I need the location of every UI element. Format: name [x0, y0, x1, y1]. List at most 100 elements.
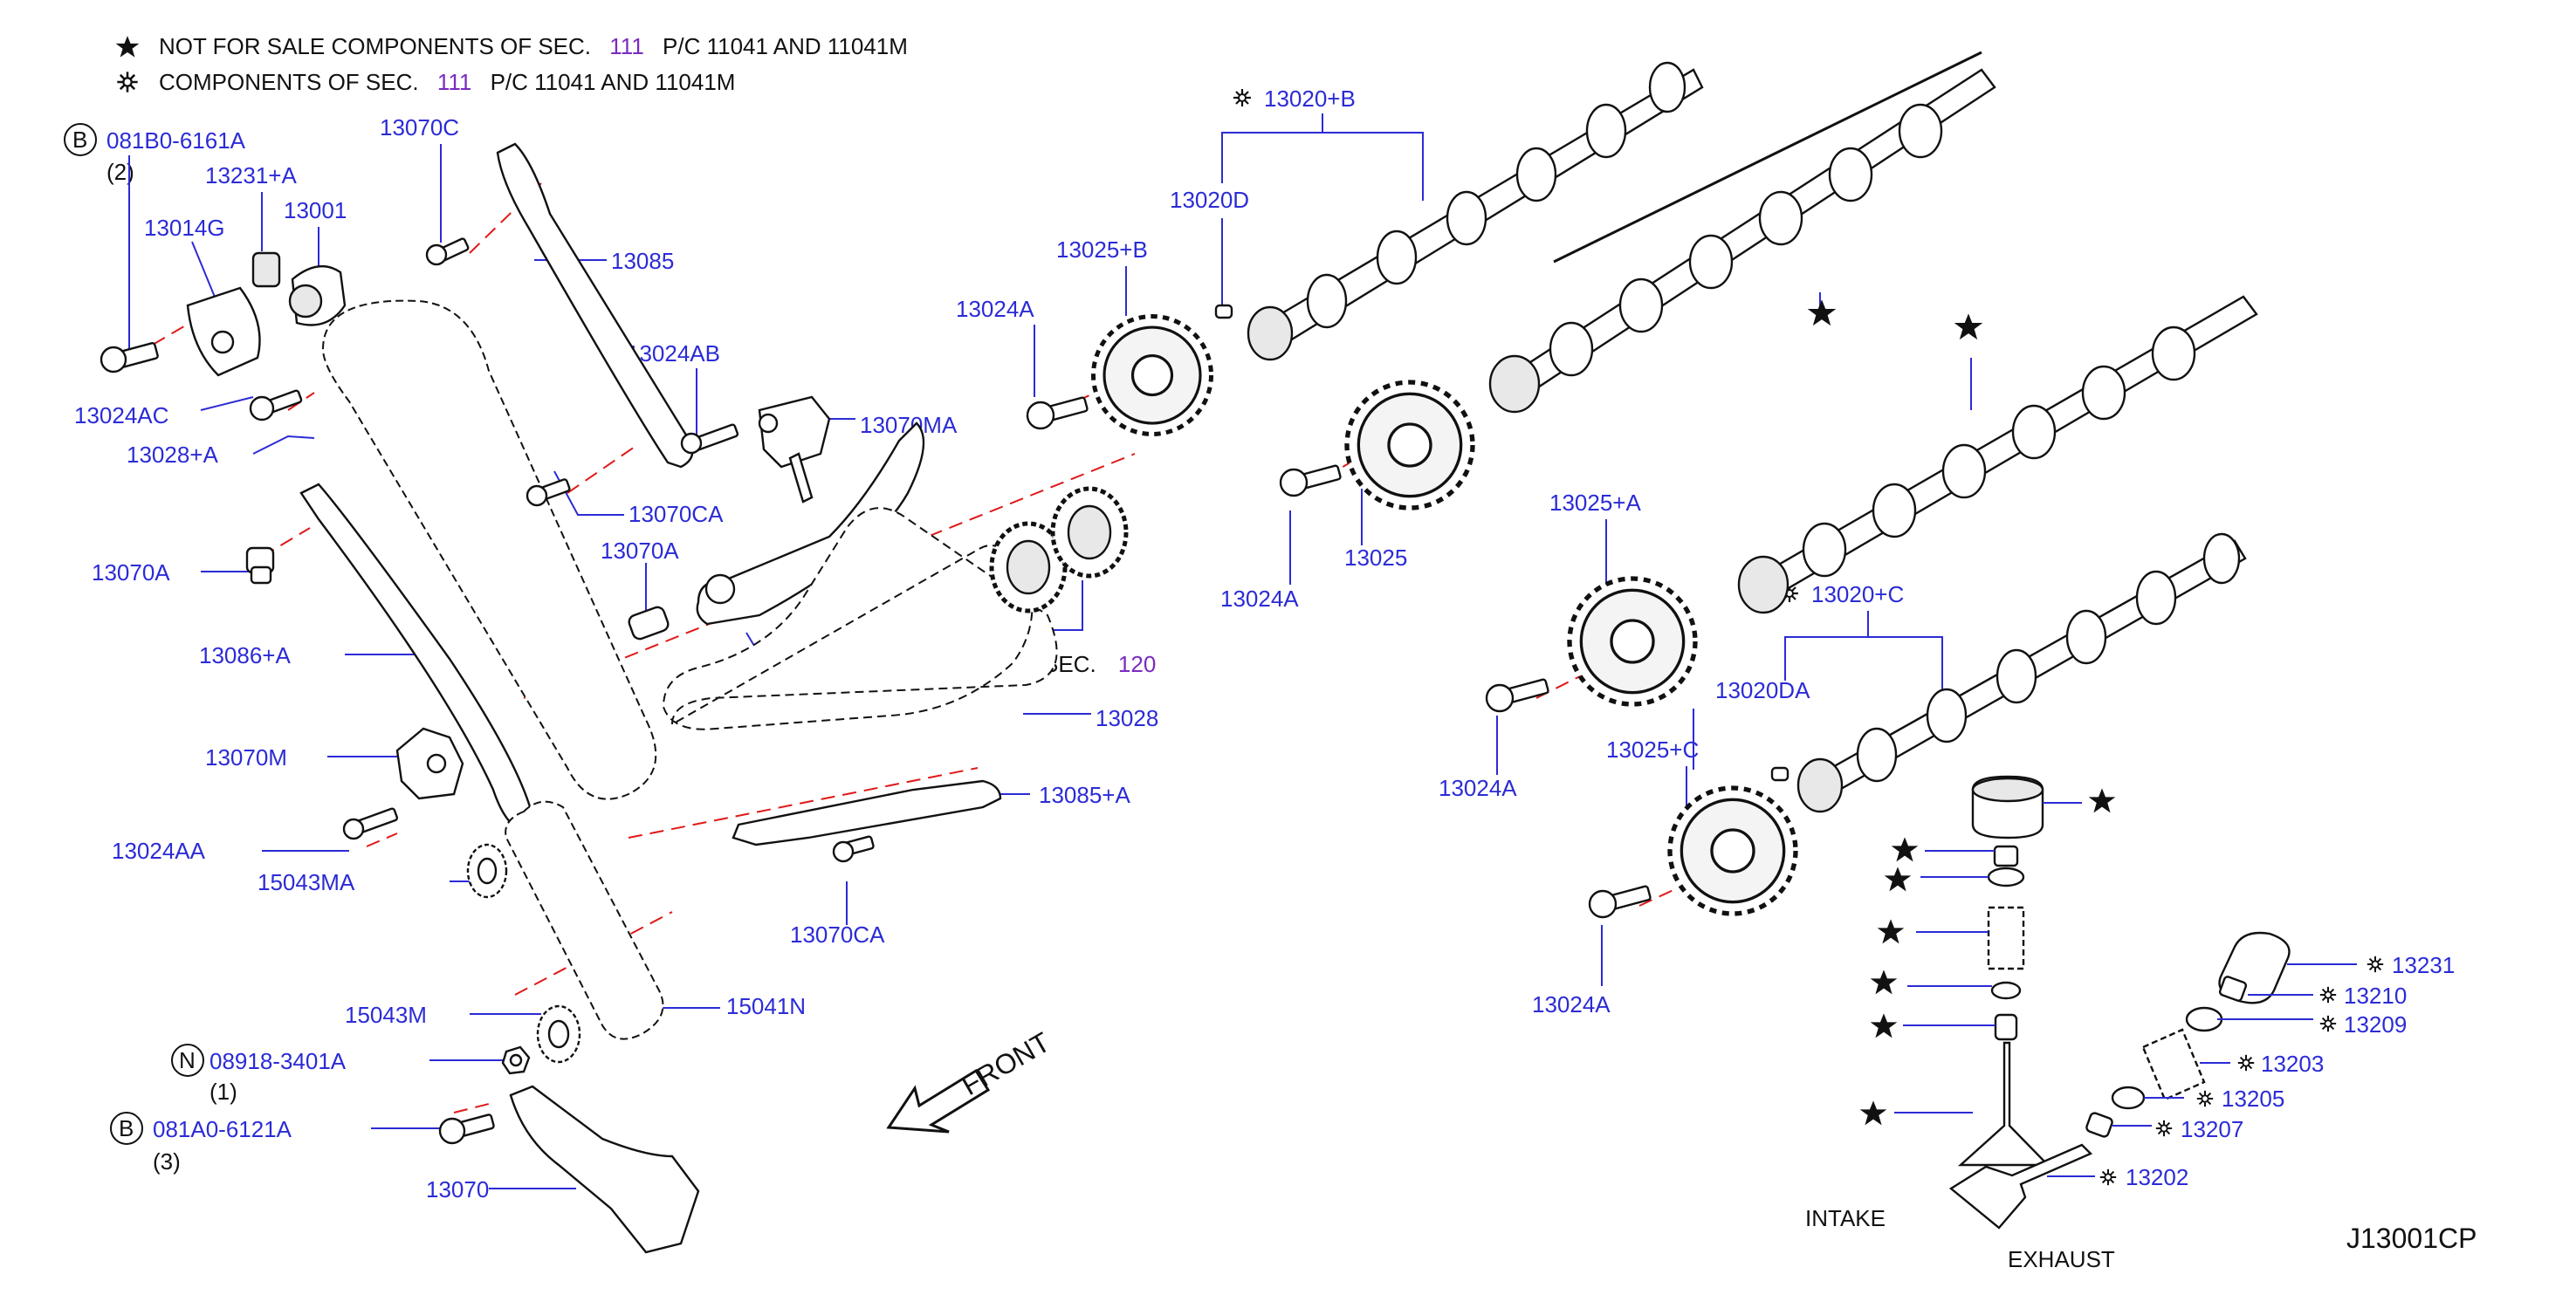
asterisk-icon	[2099, 1168, 2118, 1187]
leader-lines-exhaust	[2047, 963, 2357, 1177]
slack-guide-13086	[696, 421, 925, 626]
label-13207: 13207	[2181, 1116, 2243, 1142]
label-15043ma: 15043MA	[258, 869, 355, 895]
timing-chain-13028	[662, 507, 1058, 730]
label-13202: 13202	[2126, 1164, 2188, 1190]
label-13025c: 13025+C	[1606, 737, 1699, 763]
bolt-13070ca-1	[526, 478, 571, 507]
label-081b0-6161a: 081B0-6161A	[106, 127, 246, 154]
star-icon	[1870, 970, 1898, 995]
label-exhaust: EXHAUST	[2008, 1246, 2115, 1272]
star-icon	[1884, 867, 1912, 892]
label-15043m: 15043M	[345, 1002, 427, 1028]
label-13020b: 13020+B	[1264, 86, 1356, 112]
label-13205: 13205	[2222, 1086, 2284, 1112]
bolt-13024a-1	[1026, 396, 1089, 430]
label-15041n: 15041N	[726, 993, 806, 1019]
label-13025b: 13025+B	[1056, 236, 1148, 263]
bolt-13024a-4	[1588, 885, 1652, 919]
star-icon	[115, 36, 140, 58]
pin-13070a-2	[628, 573, 736, 641]
label-13024a-4: 13024A	[1532, 991, 1611, 1018]
vtc-sprocket-13025a	[1570, 579, 1695, 704]
label-13024ac: 13024AC	[74, 402, 168, 428]
front-arrow-icon	[886, 1068, 991, 1134]
label-nut-qty: (1)	[210, 1079, 237, 1105]
label-13024a-2: 13024A	[1220, 586, 1299, 612]
star-icon	[1870, 1013, 1898, 1038]
label-13020da: 13020DA	[1715, 677, 1810, 703]
label-13070ca-2: 13070CA	[790, 922, 885, 948]
vtc-sprocket-13025b	[1094, 317, 1212, 435]
label-13209: 13209	[2344, 1011, 2407, 1038]
label-081a0-6121a: 081A0-6121A	[153, 1116, 292, 1142]
label-front: FRONT	[957, 1026, 1055, 1101]
asterisk-icon	[1232, 87, 1253, 108]
chain-guide-13085a	[732, 779, 1002, 846]
asterisk-icon	[2236, 1053, 2256, 1072]
star-icon	[2088, 788, 2116, 813]
callout-circle-b2-letter: B	[119, 1115, 134, 1141]
callout-circle-b2	[110, 1112, 143, 1145]
label-13210: 13210	[2344, 983, 2407, 1009]
label-13231: 13231	[2392, 952, 2455, 978]
label-intake: INTAKE	[1805, 1205, 1886, 1231]
leader-lines-intake	[1894, 802, 2082, 1113]
legend-not-for-sale: NOT FOR SALE COMPONENTS OF SEC. 111 P/C …	[159, 33, 908, 59]
leader-lines-left	[128, 144, 855, 1189]
label-13070c: 13070C	[380, 114, 459, 140]
sprocket-15043ma	[466, 843, 508, 899]
drawing-number: J13001CP	[2346, 1223, 2476, 1254]
exhaust-valve-stack	[1948, 931, 2291, 1230]
timing-chain-13028a	[321, 299, 657, 800]
label-13024aa: 13024AA	[112, 838, 206, 864]
callout-circle-b	[64, 123, 97, 156]
chain-guide-13085	[496, 142, 694, 469]
label-13020d: 13020D	[1170, 187, 1249, 213]
asterisk-icon	[2318, 1014, 2338, 1033]
vtc-sprocket-13025c	[1670, 788, 1796, 914]
label-13085a: 13085+A	[1039, 782, 1130, 808]
label-13024a-3: 13024A	[1439, 775, 1517, 801]
label-13024a-1: 13024A	[956, 296, 1034, 322]
label-13014g: 13014G	[144, 215, 225, 241]
label-13070m: 13070M	[205, 744, 287, 771]
camshaft-assembly-bank1	[1488, 51, 1996, 414]
callout-circle-b-letter: B	[72, 127, 87, 153]
asterisk-icon	[2318, 985, 2338, 1004]
star-icon	[1954, 313, 1983, 340]
label-13070: 13070	[426, 1176, 489, 1202]
label-bolt-b1-qty: (2)	[106, 159, 134, 185]
tensioner-13001	[100, 251, 347, 421]
label-13070a-1: 13070A	[92, 559, 170, 586]
label-13085: 13085	[611, 248, 674, 274]
asterisk-icon	[2154, 1119, 2174, 1138]
label-13028a: 13028+A	[127, 442, 218, 468]
pin-13070a-1	[245, 546, 275, 585]
bracket-13070	[509, 1085, 700, 1254]
bolt-081b0	[100, 342, 159, 373]
label-13025a: 13025+A	[1549, 490, 1641, 516]
label-13086a: 13086+A	[199, 642, 291, 668]
label-13028: 13028	[1096, 705, 1158, 731]
label-13070a-2: 13070A	[601, 538, 679, 564]
sprocket-15043m	[536, 1004, 581, 1064]
star-icon	[1877, 919, 1905, 944]
bolt-13024ab	[680, 423, 739, 455]
asterisk-icon	[2195, 1089, 2215, 1108]
asterisk-icon	[2366, 955, 2385, 974]
legend-components: COMPONENTS OF SEC. 111 P/C 11041 AND 110…	[159, 69, 735, 95]
bolt-13070c	[425, 237, 470, 266]
bolt-13024aa	[342, 807, 399, 840]
label-bolt-b2-qty: (3)	[153, 1148, 181, 1175]
label-08918-3401a: 08918-3401A	[210, 1048, 347, 1074]
vtc-sprocket-13025	[1347, 382, 1473, 508]
pin-13020d	[1214, 304, 1233, 319]
bolt-13024ac	[249, 389, 303, 421]
callout-circle-n-letter: N	[179, 1047, 196, 1073]
tensioner-13070m	[395, 727, 464, 800]
bolt-081a0	[438, 1113, 495, 1145]
leader-lines-right	[1034, 113, 1972, 986]
label-13231a: 13231+A	[205, 162, 297, 188]
